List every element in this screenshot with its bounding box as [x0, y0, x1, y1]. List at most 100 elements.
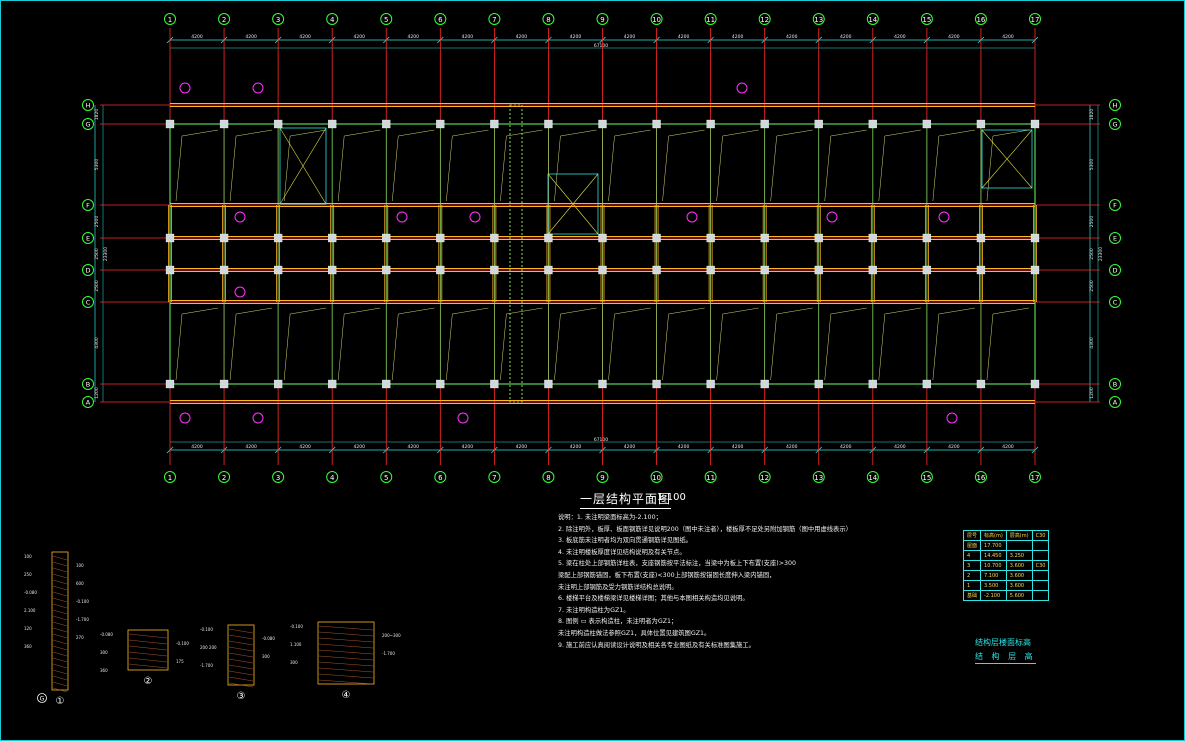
dimension-label: 4200 — [299, 444, 311, 450]
dimension-label: 4200 — [678, 34, 690, 40]
section-outline — [317, 621, 375, 685]
note-line: 3. 板底筋未注明者均为双向贯通钢筋详见图纸。 — [558, 537, 692, 545]
column — [652, 379, 661, 389]
dimension-total: 67100 — [594, 437, 608, 443]
section-tag-marker — [396, 211, 408, 223]
slab-span-line — [283, 129, 327, 202]
dimension-label: 4200 — [624, 444, 636, 450]
section-label: 2.100 — [24, 608, 36, 613]
grid-bubble-col — [650, 13, 663, 25]
slab-span-line — [878, 307, 921, 381]
table-header: 标高(m) — [980, 530, 1007, 541]
dimension-label: 4200 — [894, 444, 906, 450]
dimension-label: 2500 — [94, 248, 100, 260]
dimension-label: 4200 — [245, 444, 257, 450]
grid-bubble-label: C — [86, 299, 91, 307]
grid-bubble-col — [1029, 13, 1041, 25]
column — [273, 233, 283, 243]
section-hatch — [52, 615, 68, 621]
section-tag-marker — [252, 412, 264, 424]
section-tag-marker — [252, 82, 264, 94]
section-hatch — [228, 646, 254, 652]
section-hatch — [52, 609, 68, 615]
section-label: 300 — [100, 650, 108, 655]
dimension-label: 4200 — [408, 444, 420, 450]
column — [382, 265, 391, 275]
column — [598, 379, 607, 389]
column — [165, 379, 175, 389]
dimension-total: 23300 — [1098, 247, 1104, 261]
section-hatch — [128, 657, 168, 663]
section-mark: ① — [56, 696, 65, 707]
column — [814, 233, 823, 243]
column — [544, 119, 553, 129]
grid-bubble-col — [164, 471, 176, 483]
column — [922, 379, 932, 389]
grid-bubble-col — [704, 471, 717, 483]
grid-bubble-label: 6 — [438, 16, 443, 24]
dimension-label: 1820 — [1089, 109, 1095, 121]
grid-bubble-row — [82, 99, 94, 111]
section-hatch — [52, 645, 68, 651]
grid-bubble-col — [326, 471, 339, 483]
slab-span-line — [392, 129, 435, 202]
section-tag-marker — [234, 211, 246, 223]
section-hatch — [52, 621, 68, 627]
section-hatch — [52, 651, 68, 657]
column — [165, 119, 175, 129]
section-label: -0.100 — [290, 624, 303, 629]
dimension-label: 4200 — [840, 444, 852, 450]
table-cell: 10.700 — [980, 560, 1007, 571]
grid-bubble-col — [218, 471, 231, 483]
grid-bubble-col — [326, 13, 339, 25]
section-hatch — [318, 679, 374, 685]
table-cell — [1031, 540, 1050, 551]
section-label: 200 200 — [200, 645, 217, 650]
note-line: 8. 图例 ▭ 表示构造柱，未注明者为GZ1； — [558, 618, 678, 626]
grid-bubble-col — [434, 13, 447, 25]
grid-bubble-col — [758, 471, 771, 483]
column — [1030, 119, 1040, 129]
column — [976, 233, 986, 243]
column — [976, 119, 986, 129]
column — [976, 265, 986, 275]
column — [328, 379, 337, 389]
dimension-label: 4200 — [570, 34, 582, 40]
grid-bubble-row — [82, 264, 94, 276]
column — [868, 265, 877, 275]
section-hatch — [52, 633, 68, 639]
column — [328, 233, 337, 243]
note-line: 5. 梁在柱处上部钢筋详柱表，支座钢筋按平法标注，当梁中为板上下布置(支座)>3… — [558, 560, 797, 568]
column — [382, 233, 391, 243]
opening-cross — [279, 127, 327, 205]
table-cell: 4 — [962, 550, 982, 561]
column — [598, 233, 607, 243]
column — [976, 379, 986, 389]
section-hatch — [228, 682, 254, 688]
column — [219, 379, 229, 389]
grid-bubble-label: 6 — [438, 474, 443, 482]
section-label: -0.100 — [76, 599, 89, 604]
column — [490, 379, 499, 389]
section-hatch — [52, 687, 68, 693]
section-label: -1.700 — [76, 617, 89, 622]
grid-bubble-label: D — [85, 267, 90, 275]
grid-bubble-label: 5 — [384, 474, 388, 482]
section-hatch — [228, 628, 254, 634]
beam-layer — [168, 103, 1037, 404]
grid-bubble-col — [974, 13, 987, 25]
dimension-label: 4200 — [408, 34, 420, 40]
grid-bubble-row — [82, 396, 94, 408]
section-label: 1.100 — [290, 642, 302, 647]
grid-bubble-label: 8 — [546, 474, 550, 482]
grid-bubble-label: A — [86, 399, 91, 407]
slab-span-line — [662, 307, 705, 381]
dimension-label: 1200 — [1089, 387, 1095, 399]
slab-span-line — [229, 307, 273, 381]
opening-box — [279, 127, 327, 205]
column — [1030, 379, 1040, 389]
section-label: -1.700 — [200, 663, 213, 668]
grid-bubble-col — [812, 13, 825, 25]
slab-span-line — [392, 307, 435, 381]
note-line: 9. 施工前应认真阅读设计说明及相关各专业图纸及有关标准图集施工。 — [558, 641, 755, 649]
